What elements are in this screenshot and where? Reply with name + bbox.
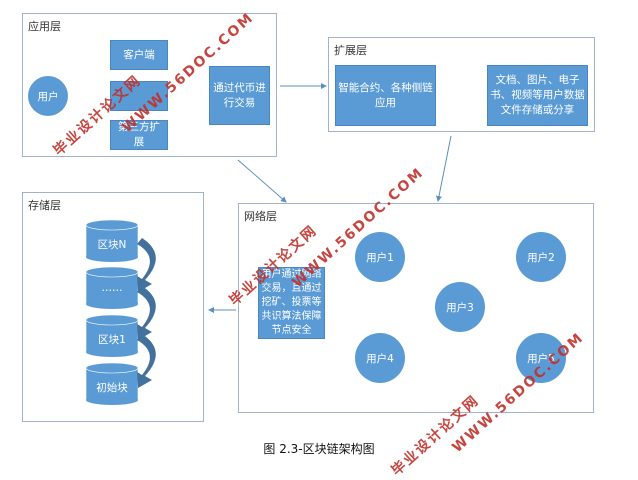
client-box-1: 客户端 bbox=[110, 40, 168, 70]
node-user5: 用户5 bbox=[516, 333, 566, 383]
ext-box-files: 文档、图片、电子书、视频等用户数据文件存储或分享 bbox=[487, 65, 588, 126]
arrow-app-network bbox=[237, 159, 287, 203]
network-description-text: 用户通过网络交易，且通过挖矿、投票等共识算法保障节点安全 bbox=[261, 269, 322, 336]
node-label: 用户5 bbox=[527, 352, 555, 365]
block-n: 区块N bbox=[86, 225, 138, 265]
node-label: 用户4 bbox=[366, 352, 394, 365]
block-label: 区块N bbox=[97, 239, 127, 251]
trade-box: 通过代币进行交易 bbox=[209, 66, 270, 125]
network-description: 用户通过网络交易，且通过挖矿、投票等共识算法保障节点安全 bbox=[258, 267, 325, 339]
genesis-block: 初始块 bbox=[86, 368, 138, 408]
node-label: 用户1 bbox=[366, 251, 394, 264]
app-layer-title: 应用层 bbox=[28, 20, 61, 33]
block-label: 区块1 bbox=[98, 334, 126, 346]
client-label: 客户端 bbox=[123, 48, 155, 61]
user-node: 用户 bbox=[28, 76, 68, 116]
node-label: 用户2 bbox=[527, 251, 555, 264]
figure-caption: 图 2.3-区块链架构图 bbox=[263, 442, 375, 456]
network-layer-title: 网络层 bbox=[244, 210, 277, 223]
node-user4: 用户4 bbox=[355, 333, 405, 383]
block-dots: …… bbox=[86, 270, 138, 310]
client-box-3: 第三方扩展 bbox=[110, 120, 168, 150]
block-label: …… bbox=[101, 282, 123, 294]
user-label: 用户 bbox=[37, 90, 59, 103]
client-label: 第三方扩展 bbox=[118, 121, 160, 148]
node-label: 用户3 bbox=[446, 301, 474, 314]
node-user2: 用户2 bbox=[516, 232, 566, 282]
node-user3: 用户3 bbox=[435, 282, 485, 332]
ext-box-contracts: 智能合约、各种侧链应用 bbox=[335, 65, 436, 126]
block-1: 区块1 bbox=[86, 320, 138, 360]
client-box-2 bbox=[110, 81, 168, 111]
ext-label: 智能合约、各种侧链应用 bbox=[338, 81, 433, 109]
storage-layer-title: 存储层 bbox=[28, 199, 61, 212]
block-label: 初始块 bbox=[96, 382, 128, 394]
ext-layer-title: 扩展层 bbox=[334, 44, 367, 57]
trade-label: 通过代币进行交易 bbox=[213, 81, 266, 109]
ext-label: 文档、图片、电子书、视频等用户数据文件存储或分享 bbox=[490, 74, 585, 116]
node-user1: 用户1 bbox=[355, 232, 405, 282]
arrow-ext-network bbox=[436, 135, 452, 202]
